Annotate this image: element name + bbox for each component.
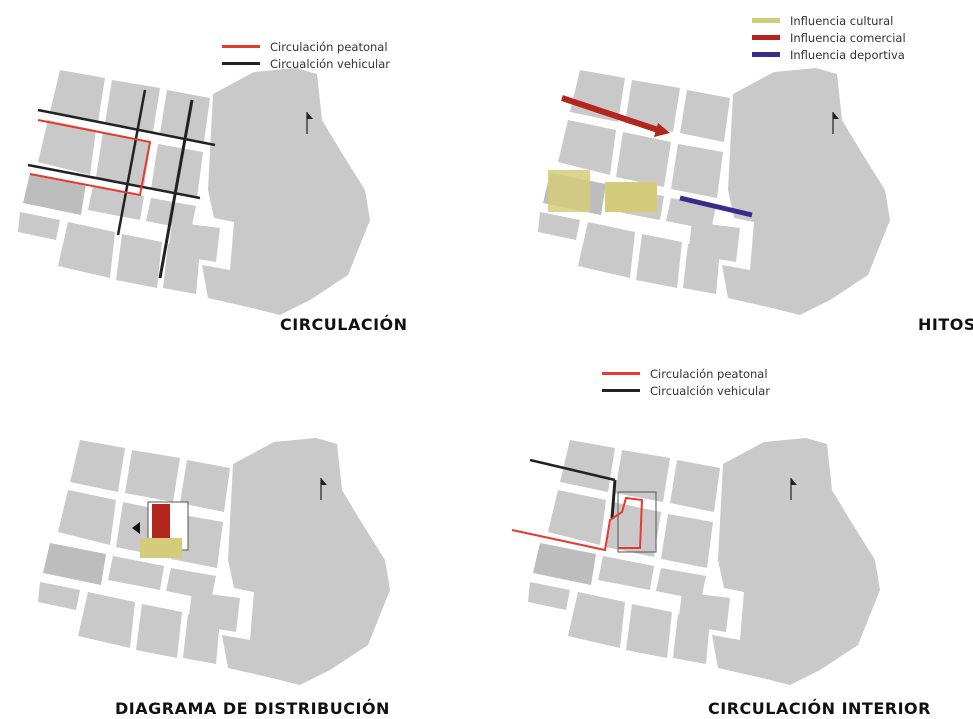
- legend-item-vehicular: Circualción vehicular: [222, 55, 390, 72]
- north-arrow-icon: [304, 112, 318, 137]
- north-arrow-icon: [318, 478, 332, 503]
- legend-item-sport: Influencia deportiva: [752, 46, 906, 63]
- panel-hitos: Influencia cultural Influencia comercial…: [490, 0, 973, 350]
- legend-hitos: Influencia cultural Influencia comercial…: [752, 12, 906, 63]
- sport-swatch: [752, 52, 780, 57]
- site-map: [538, 68, 890, 315]
- panel-distribucion: DIAGRAMA DE DISTRIBUCIÓN: [0, 360, 480, 719]
- title-distribucion: DIAGRAMA DE DISTRIBUCIÓN: [115, 699, 390, 718]
- title-hitos: HITOS: [918, 315, 973, 334]
- vehicular-swatch: [602, 389, 640, 392]
- panel-interior: Circulación peatonal Circualción vehicul…: [490, 360, 973, 719]
- north-arrow-icon: [830, 112, 844, 137]
- cultural-swatch: [752, 18, 780, 23]
- legend-circulacion: Circulación peatonal Circualción vehicul…: [222, 38, 390, 72]
- panel-circulacion: Circulación peatonal Circualción vehicul…: [0, 0, 480, 350]
- legend-item-pedestrian: Circulación peatonal: [602, 365, 770, 382]
- title-interior: CIRCULACIÓN INTERIOR: [708, 699, 931, 718]
- site-map: [18, 68, 370, 315]
- legend-item-commercial: Influencia comercial: [752, 29, 906, 46]
- legend-interior: Circulación peatonal Circualción vehicul…: [602, 365, 770, 399]
- legend-item-vehicular: Circualción vehicular: [602, 382, 770, 399]
- vehicular-swatch: [222, 62, 260, 65]
- pedestrian-swatch: [602, 372, 640, 375]
- north-arrow-icon: [788, 478, 802, 503]
- title-circulacion: CIRCULACIÓN: [280, 315, 408, 334]
- pedestrian-swatch: [222, 45, 260, 48]
- legend-item-cultural: Influencia cultural: [752, 12, 906, 29]
- legend-item-pedestrian: Circulación peatonal: [222, 38, 390, 55]
- site-map: [511, 438, 880, 685]
- commercial-swatch: [752, 35, 780, 40]
- site-map: [38, 438, 390, 685]
